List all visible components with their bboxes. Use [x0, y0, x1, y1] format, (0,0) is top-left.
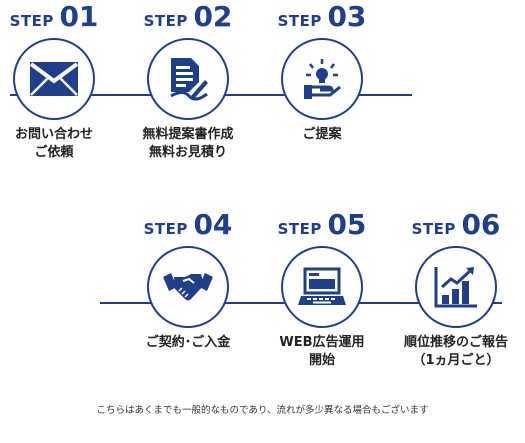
step-icon-circle: [281, 38, 363, 120]
step-icon-circle: [415, 246, 497, 328]
step-caption: WEB広告運用開始: [279, 335, 365, 368]
document-pen-icon: [170, 58, 208, 101]
step-icon-circle: [281, 246, 363, 328]
laptop-icon: [298, 267, 346, 305]
step-label: STEP 06: [411, 208, 501, 241]
step-06: STEP 06 順位推移のご報告（1ヵ月ごと）: [401, 208, 511, 408]
step-caption: 無料提案書作成無料お見積り: [142, 127, 234, 160]
step-label: STEP 01: [9, 0, 99, 33]
step-label: STEP 04: [143, 208, 233, 241]
step-04: STEP 04 ご契約･ご入金: [133, 208, 243, 408]
growth-chart-icon: [434, 267, 477, 308]
step-icon-circle: [147, 38, 229, 120]
step-label: STEP 03: [277, 0, 367, 33]
step-01: STEP 01 お問い合わせご依頼: [0, 0, 109, 200]
step-label: STEP 05: [277, 208, 367, 241]
step-03: STEP 03 ご提案: [267, 0, 377, 200]
step-02: STEP 02 無料提案書作成無料お見積り: [133, 0, 243, 200]
step-caption: お問い合わせご依頼: [14, 127, 93, 160]
lightbulb-hand-icon: [304, 59, 341, 99]
handshake-icon: [163, 273, 213, 301]
step-icon-circle: [13, 38, 95, 120]
envelope-icon: [29, 62, 79, 96]
step-caption: 順位推移のご報告（1ヵ月ごと）: [403, 335, 508, 368]
step-05: STEP 05 WEB広告運用開始: [267, 208, 377, 408]
step-caption: ご提案: [302, 127, 342, 142]
step-caption: ご契約･ご入金: [145, 335, 231, 350]
step-icon-circle: [147, 246, 229, 328]
footnote: こちらはあくまでも一般的なものであり、流れが多少異なる場合もございます: [96, 405, 429, 416]
step-label: STEP 02: [143, 0, 233, 33]
